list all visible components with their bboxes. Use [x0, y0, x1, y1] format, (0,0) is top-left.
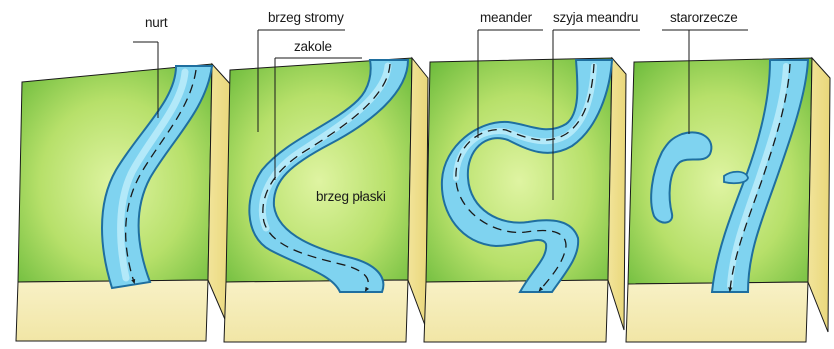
- block-4-oxbow-lake: [626, 30, 830, 342]
- block-1-straight-river: [16, 42, 232, 341]
- label-starorzecze: starorzecze: [670, 11, 738, 25]
- label-brzeg-plaski: brzeg płaski: [316, 190, 386, 204]
- label-meander: meander: [480, 11, 532, 25]
- label-brzeg-stromy: brzeg stromy: [268, 11, 344, 25]
- block-1-front-soil: [16, 280, 208, 341]
- label-zakole: zakole: [294, 40, 332, 54]
- block-3-meander: [424, 30, 640, 342]
- small-pond: [724, 172, 748, 183]
- block-3-front-soil: [424, 280, 608, 342]
- label-nurt: nurt: [145, 16, 167, 30]
- block-2-meandering-river: [224, 30, 428, 342]
- block-2-side-soil: [408, 58, 428, 328]
- label-szyja-meandru: szyja meandru: [553, 11, 638, 25]
- block-4-side-soil: [808, 58, 830, 332]
